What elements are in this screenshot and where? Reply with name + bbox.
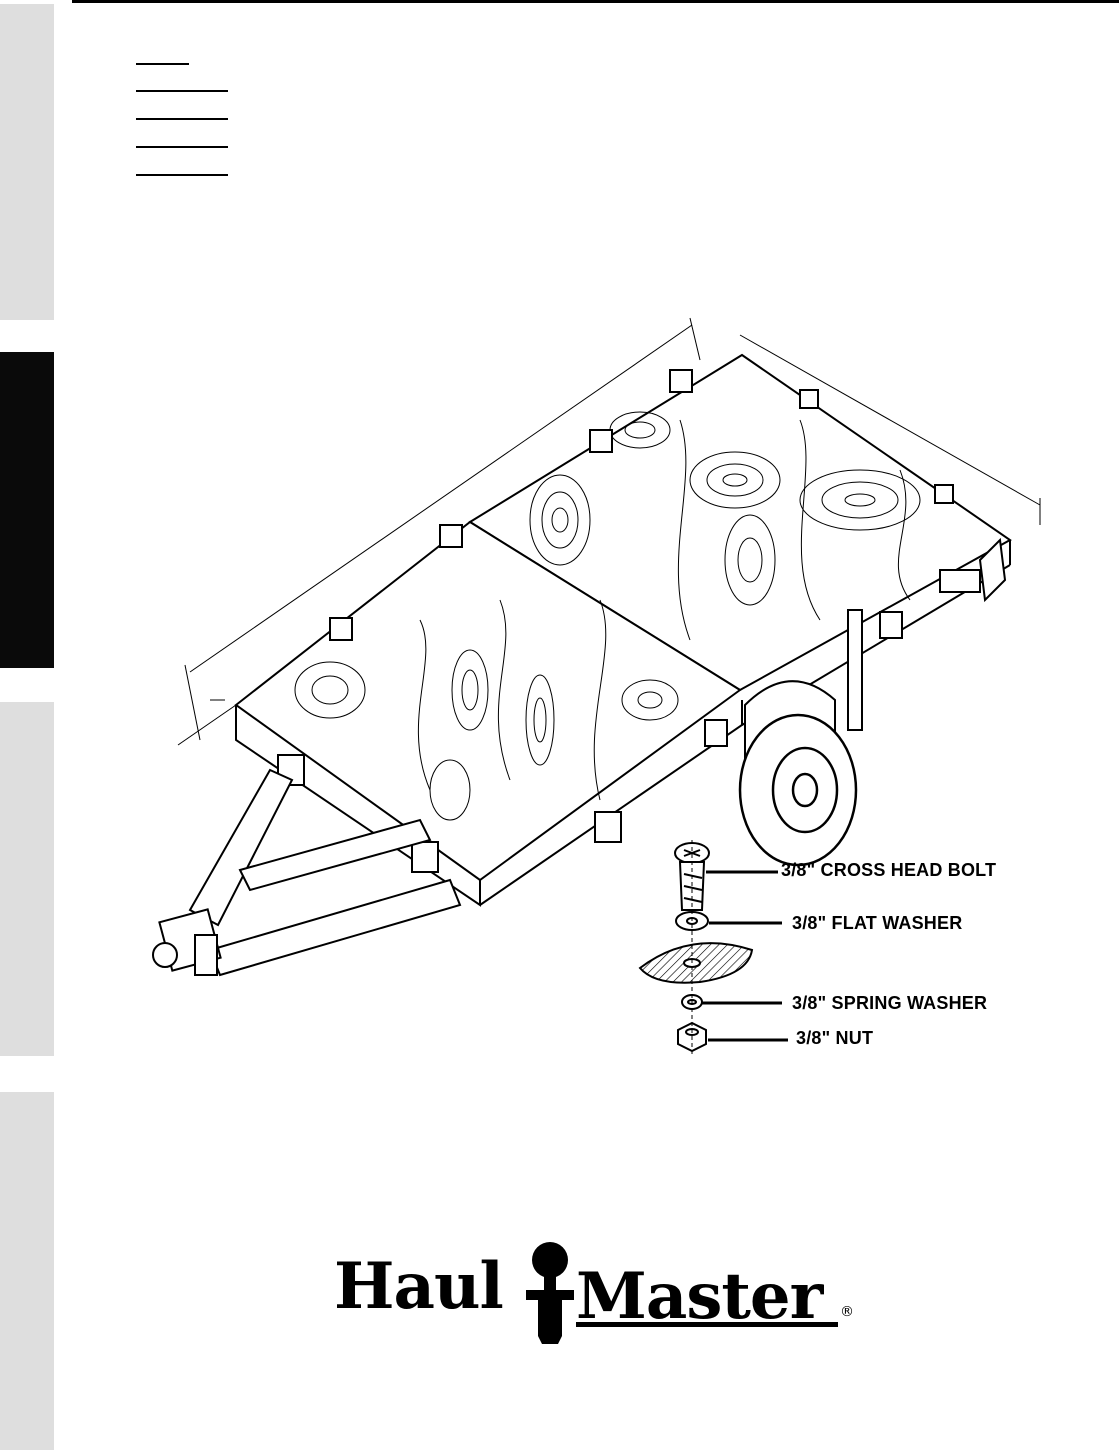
callout-leaders bbox=[702, 870, 788, 1042]
logo-word-haul: Haul bbox=[334, 1249, 503, 1324]
blank-line-1 bbox=[136, 63, 189, 65]
tail-light-post bbox=[847, 537, 1007, 731]
deck-front-panel bbox=[234, 520, 742, 882]
side-tab-3 bbox=[0, 702, 54, 1056]
haul-master-logo: Haul Master ® bbox=[334, 1242, 854, 1344]
logo-word-master: Master bbox=[576, 1259, 825, 1334]
blank-line-4 bbox=[136, 146, 228, 148]
logo-registered-mark: ® bbox=[840, 1304, 854, 1320]
stake-pockets bbox=[277, 369, 954, 873]
trailer-tongue bbox=[152, 768, 462, 977]
logo-underline bbox=[576, 1322, 838, 1327]
blank-line-2 bbox=[136, 90, 228, 92]
label-cross-head-bolt: 3/8" CROSS HEAD BOLT bbox=[781, 860, 997, 880]
panel-section-icon bbox=[638, 942, 754, 984]
header-rule bbox=[72, 0, 1119, 3]
side-tab-4 bbox=[0, 1092, 54, 1450]
blank-line-3 bbox=[136, 118, 228, 120]
side-tab-2-active bbox=[0, 352, 54, 668]
dimension-lines bbox=[177, 317, 1041, 746]
hitch-ball-icon bbox=[526, 1242, 574, 1344]
label-spring-washer: 3/8" SPRING WASHER bbox=[792, 993, 988, 1013]
label-nut: 3/8" NUT bbox=[796, 1028, 874, 1048]
side-tab-1 bbox=[0, 4, 54, 320]
wheel bbox=[738, 713, 858, 867]
wood-grain bbox=[294, 411, 921, 821]
blank-line-5 bbox=[136, 174, 228, 176]
label-flat-washer: 3/8" FLAT WASHER bbox=[792, 913, 963, 933]
